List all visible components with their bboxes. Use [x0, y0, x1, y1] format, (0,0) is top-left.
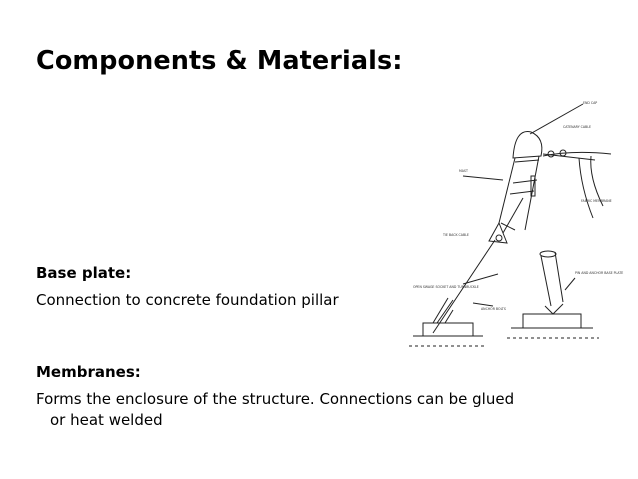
label-fabric-membrane: FABRIC MEMBRANE — [581, 199, 612, 203]
label-pin-and-anchor: PIN AND ANCHOR BASE PLATE — [575, 271, 623, 275]
fabric-membrane — [578, 157, 594, 219]
end-cap — [512, 131, 543, 159]
label-catenary-cable: CATENARY CABLE — [563, 125, 591, 129]
label-mast: MAST — [459, 169, 468, 173]
tie-back-cable — [432, 239, 496, 334]
base-plate-text: Connection to concrete foundation pillar — [36, 291, 339, 309]
label-anchor-bolts: ANCHOR BOLTS — [481, 307, 506, 311]
label-tie-back-cable: TIE BACK CABLE — [442, 233, 469, 237]
membranes-text-line2: or heat welded — [50, 411, 163, 429]
membranes-section: Membranes: Forms the enclosure of the st… — [36, 362, 514, 431]
mast — [498, 155, 540, 231]
base-plate-section: Base plate: Connection to concrete found… — [36, 263, 339, 311]
mast-detail-diagram: END CAP CATENARY CABLE MAST FABRIC MEMBR… — [409, 101, 623, 347]
base-plate-heading: Base plate: — [36, 264, 132, 282]
slide-title: Components & Materials: — [36, 46, 403, 76]
label-open-swage: OPEN SWAGE SOCKET AND TURNBUCKLE — [413, 285, 479, 289]
left-base-plate — [409, 297, 487, 347]
label-end-cap: END CAP — [583, 101, 597, 105]
membranes-heading: Membranes: — [36, 363, 141, 381]
membranes-text-line1: Forms the enclosure of the structure. Co… — [36, 390, 515, 408]
right-mast-base — [507, 250, 599, 339]
catenary-cable — [542, 151, 612, 157]
